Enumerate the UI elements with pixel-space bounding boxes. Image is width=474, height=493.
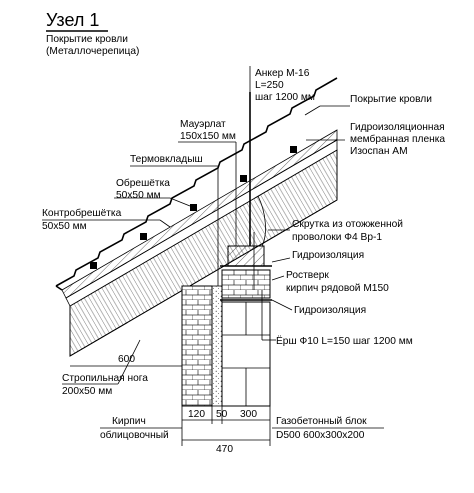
membrane-label-3: Изоспан АМ [350, 146, 408, 157]
mauerlat-label-2: 150x150 мм [180, 131, 236, 142]
counter-batten-leader-2 [159, 219, 171, 228]
dim-120: 120 [188, 409, 205, 420]
batten-5 [290, 146, 297, 153]
grillage-label-2: кирпич рядовой М150 [286, 283, 389, 294]
twist-label-2: проволоки Ф4 Вр-1 [292, 232, 382, 243]
node-title: Узел 1 [46, 10, 99, 30]
rafter-leader-diag [117, 339, 141, 385]
twist-label-1: Скрутка из отожженной [292, 219, 403, 230]
counter-batten-label-1: Контробрешётка [42, 207, 122, 219]
brick-label-1: Кирпич [112, 416, 146, 427]
counter-batten-label-2: 50x50 мм [42, 221, 87, 232]
roof-cover-leader-2 [304, 105, 321, 116]
rafter-label-1: Стропильная нога [62, 373, 148, 384]
batten-3 [190, 204, 197, 211]
dim-total: 470 [216, 444, 233, 455]
anchor-label-2: L=250 [255, 80, 284, 91]
thermal-insert-label: Термовкладыш [130, 154, 203, 165]
rafter-lower-edge [69, 199, 338, 357]
roof-cover-label: Покрытие кровли [350, 94, 432, 105]
mauerlat [227, 245, 265, 267]
brick-label-2: облицовочный [100, 429, 169, 441]
dim-300: 300 [240, 409, 257, 420]
waterproofing-top-leader [271, 257, 291, 263]
eave-drip [55, 285, 63, 291]
batten-1 [90, 262, 97, 269]
membrane-label-2: мембранная пленка [350, 133, 445, 145]
gas-block-label-1: Газобетонный блок [276, 415, 367, 427]
batten-4 [240, 175, 247, 182]
batten-label-2: 50x50 мм [116, 190, 161, 201]
grillage-label-1: Ростверк [286, 270, 329, 281]
waterproofing-bottom-label: Гидроизоляция [294, 305, 366, 316]
grillage-leader [271, 275, 285, 281]
rafter-label-2: 200x50 мм [62, 386, 112, 397]
wire-twist [257, 195, 266, 247]
waterproofing-bottom-leader [271, 299, 293, 311]
batten-leader-2 [169, 197, 191, 207]
membrane-label-1: Гидроизоляционная [350, 122, 445, 133]
subtitle-line2: (Металлочерепица) [46, 46, 139, 57]
grillage-brick [221, 269, 271, 299]
batten-label-1: Обрешётка [116, 177, 170, 189]
metal-tile-roof [55, 77, 338, 287]
subtitle-line1: Покрытие кровли [46, 34, 128, 45]
mauerlat-label-1: Мауэрлат [180, 119, 226, 130]
anchor-label-3: шаг 1200 мм [255, 92, 315, 103]
overhang-label: 600 [118, 354, 135, 365]
anchor-label-1: Анкер М-16 [255, 68, 310, 79]
waterproofing-top-label: Гидроизоляция [292, 250, 364, 261]
facing-brick-wall [181, 285, 213, 407]
gas-block-label-2: D500 600x300x200 [276, 430, 365, 441]
ruff-label: Ёрш Ф10 L=150 шаг 1200 мм [276, 335, 413, 347]
dim-50: 50 [216, 409, 228, 420]
thermal-insert [211, 285, 223, 407]
batten-2 [140, 233, 147, 240]
